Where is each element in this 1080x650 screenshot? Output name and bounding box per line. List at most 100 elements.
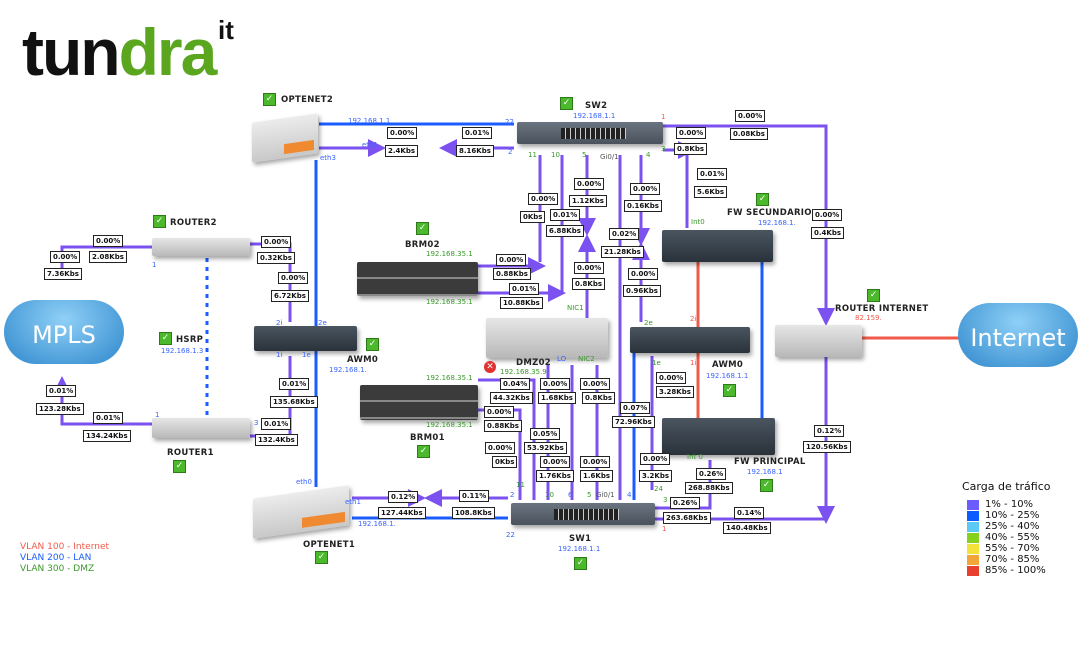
status-ok-icon: ✓ [867, 289, 880, 302]
legend-swatch [967, 532, 979, 543]
brm01-label: BRM01 [410, 433, 445, 443]
port-label: 5 [587, 491, 592, 499]
legend-label: 40% - 55% [985, 532, 1040, 543]
router2-label: ROUTER2 [170, 218, 217, 228]
fw-principal-label: FW PRINCIPAL [734, 457, 806, 467]
internet-links [696, 262, 960, 418]
traffic-rate-label: 0.08Kbs [730, 128, 768, 140]
port-label: 22 [505, 118, 514, 126]
fw-secundario-device[interactable] [662, 230, 773, 262]
dmz02-label: DMZ02 [516, 358, 552, 368]
port-label: 1 [661, 113, 666, 121]
router1-device[interactable] [152, 418, 250, 438]
traffic-rate-label: 0.8Kbs [582, 392, 616, 404]
traffic-percent-label: 0.00% [50, 251, 81, 263]
traffic-percent-label: 0.01% [462, 127, 493, 139]
port-label: NIC2 [578, 355, 595, 363]
sw2-device[interactable] [517, 122, 663, 144]
vlan-label: VLAN 200 - LAN [20, 553, 92, 563]
port-label: Int0 [691, 218, 705, 226]
traffic-rate-label: 108.8Kbs [452, 507, 495, 519]
traffic-rate-label: 8.16Kbs [456, 145, 494, 157]
traffic-percent-label: 0.00% [630, 183, 661, 195]
traffic-percent-label: 0.26% [696, 468, 727, 480]
traffic-percent-label: 0.05% [530, 428, 561, 440]
traffic-rate-label: 127.44Kbs [378, 507, 426, 519]
traffic-percent-label: 0.00% [735, 110, 766, 122]
traffic-rate-label: 0.32Kbs [257, 252, 295, 264]
traffic-percent-label: 0.02% [609, 228, 640, 240]
traffic-rate-label: 5.6Kbs [694, 186, 728, 198]
fw-principal-device[interactable] [662, 418, 775, 455]
traffic-percent-label: 0.00% [656, 372, 687, 384]
fw-secundario-ip: 192.168.1. [758, 219, 796, 227]
status-ok-icon: ✓ [756, 193, 769, 206]
mpls-cloud: MPLS [4, 277, 124, 364]
port-label: 11 [516, 481, 525, 489]
dmz02-device[interactable] [486, 318, 608, 358]
traffic-rate-label: 0Kbs [492, 456, 518, 468]
traffic-percent-label: 0.01% [261, 418, 292, 430]
legend-item: 70% - 85% [962, 554, 1051, 565]
legend-label: 85% - 100% [985, 565, 1046, 576]
router-internet-device[interactable] [775, 325, 862, 357]
status-ok-icon: ✓ [153, 215, 166, 228]
traffic-rate-label: 7.36Kbs [44, 268, 82, 280]
traffic-percent-label: 0.01% [550, 209, 581, 221]
port-label: eth0 [296, 478, 312, 486]
port-label: 1 [152, 261, 157, 269]
legend-label: 1% - 10% [985, 499, 1034, 510]
traffic-percent-label: 0.00% [676, 127, 707, 139]
brm02-device[interactable] [357, 262, 478, 296]
traffic-rate-label: 0.8Kbs [572, 278, 606, 290]
awm0-left-ip: 192.168.1. [329, 366, 367, 374]
status-ok-icon: ✓ [574, 557, 587, 570]
port-label: Gi0/1 [596, 491, 615, 499]
hsrp-ip: 192.168.1.3 [161, 347, 204, 355]
port-label: 4 [646, 151, 651, 159]
awm0-left-device[interactable] [254, 326, 357, 351]
status-ok-icon: ✓ [417, 445, 430, 458]
fw-secundario-label: FW SECUNDARIO [727, 208, 812, 218]
brm01-device[interactable] [360, 385, 478, 420]
legend-swatch [967, 554, 979, 565]
port-label: 11 [528, 151, 537, 159]
port-label: 3 [254, 419, 259, 427]
port-label: 192.168.1.1 [348, 117, 391, 125]
hsrp-label: HSRP [176, 335, 204, 345]
traffic-percent-label: 0.00% [485, 442, 516, 454]
awm0-right-device[interactable] [630, 327, 750, 353]
sw1-device[interactable] [511, 503, 655, 525]
traffic-percent-label: 0.00% [580, 456, 611, 468]
sw1-ip: 192.168.1.1 [558, 545, 601, 553]
traffic-legend: Carga de tráfico 1% - 10%10% - 25%25% - … [962, 480, 1051, 576]
traffic-percent-label: 0.26% [670, 497, 701, 509]
awm0-left-label: AWM0 [347, 355, 379, 365]
port-label: Gi0/1 [600, 153, 619, 161]
traffic-rate-label: 123.28Kbs [36, 403, 84, 415]
port-label: 24 [654, 485, 663, 493]
port-label: 3 [663, 496, 668, 504]
legend-item: 85% - 100% [962, 565, 1051, 576]
router2-device[interactable] [152, 238, 250, 256]
legend-label: 10% - 25% [985, 510, 1040, 521]
logo-suffix: it [218, 15, 234, 45]
traffic-percent-label: 0.01% [697, 168, 728, 180]
status-ok-icon: ✓ [416, 222, 429, 235]
sw2-ip: 192.168.1.1 [573, 112, 616, 120]
traffic-percent-label: 0.00% [812, 209, 843, 221]
status-ok-icon: ✓ [173, 460, 186, 473]
legend-label: 25% - 40% [985, 521, 1040, 532]
awm0-right-ip: 192.168.1.1 [706, 372, 749, 380]
traffic-percent-label: 0.07% [620, 402, 651, 414]
sw1-label: SW1 [569, 534, 592, 544]
traffic-percent-label: 0.00% [540, 378, 571, 390]
legend-item: 1% - 10% [962, 499, 1051, 510]
port-label: 22 [506, 531, 515, 539]
traffic-rate-label: 0Kbs [520, 211, 546, 223]
brm02-label: BRM02 [405, 240, 440, 250]
traffic-rate-label: 1.76Kbs [536, 470, 574, 482]
traffic-percent-label: 0.01% [509, 283, 540, 295]
status-ok-icon: ✓ [315, 551, 328, 564]
